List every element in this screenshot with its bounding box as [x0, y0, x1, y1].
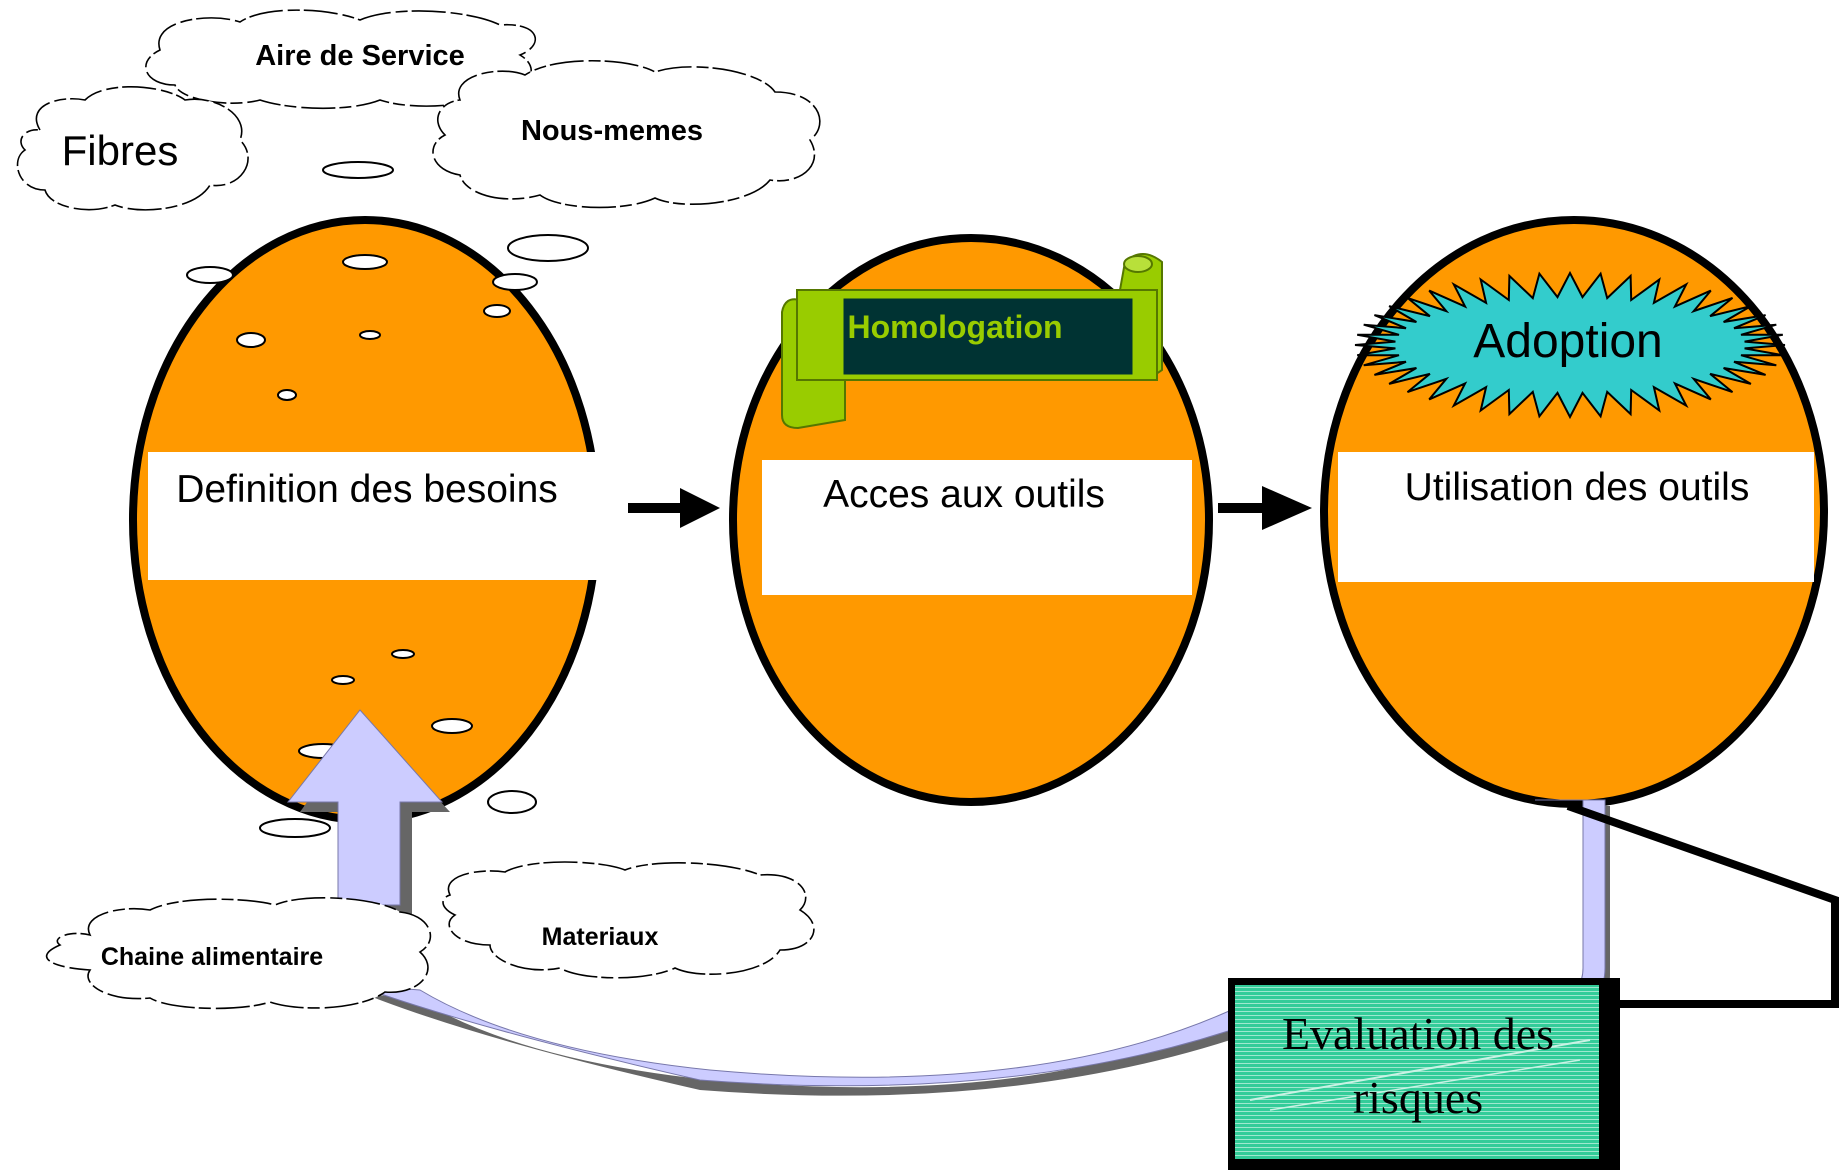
- cloud-materiaux: Materiaux: [442, 861, 815, 979]
- feedback-up-arrow: [286, 709, 450, 915]
- stage-definition: Definition des besoins: [129, 216, 601, 824]
- evaluation-line1: Evaluation des: [1282, 1008, 1554, 1059]
- band-definition: [148, 452, 601, 580]
- evaluation-connector: [1566, 802, 1839, 1008]
- evaluation-box: Evaluation des risques: [1228, 978, 1620, 1170]
- arrow-acces-to-utilisation: [1218, 486, 1312, 530]
- adoption-label: Adoption: [1473, 315, 1663, 368]
- cloud-materiaux-label: Materiaux: [542, 923, 659, 951]
- bubbles: [186, 161, 589, 838]
- homologation-label: Homologation: [847, 309, 1062, 345]
- cloud-fibres-label: Fibres: [62, 127, 179, 174]
- band-acces: [762, 460, 1192, 595]
- homologation-banner: Homologation: [781, 253, 1163, 430]
- cloud-nous-memes-label: Nous-memes: [521, 115, 703, 147]
- cloud-chaine-alimentaire: Chaine alimentaire: [45, 897, 432, 1010]
- stage-utilisation-label: Utilisation des outils: [1405, 466, 1750, 509]
- cloud-fibres: Fibres: [16, 86, 249, 211]
- homologation-panel: [840, 295, 1136, 378]
- cloud-aire-de-service: Aire de Service: [145, 9, 537, 110]
- arrow-definition-to-acces: [628, 488, 720, 528]
- cloud-aire-de-service-label: Aire de Service: [255, 40, 465, 72]
- stage-definition-label: Definition des besoins: [176, 468, 558, 511]
- cloud-chaine-alimentaire-label: Chaine alimentaire: [101, 943, 323, 971]
- band-utilisation: [1338, 452, 1814, 582]
- evaluation-line2: risques: [1353, 1072, 1483, 1123]
- cloud-nous-memes: Nous-memes: [432, 59, 821, 209]
- adoption-starburst: [1354, 270, 1786, 420]
- stage-acces-label: Acces aux outils: [823, 473, 1105, 516]
- adoption-burst: Adoption: [1354, 270, 1786, 420]
